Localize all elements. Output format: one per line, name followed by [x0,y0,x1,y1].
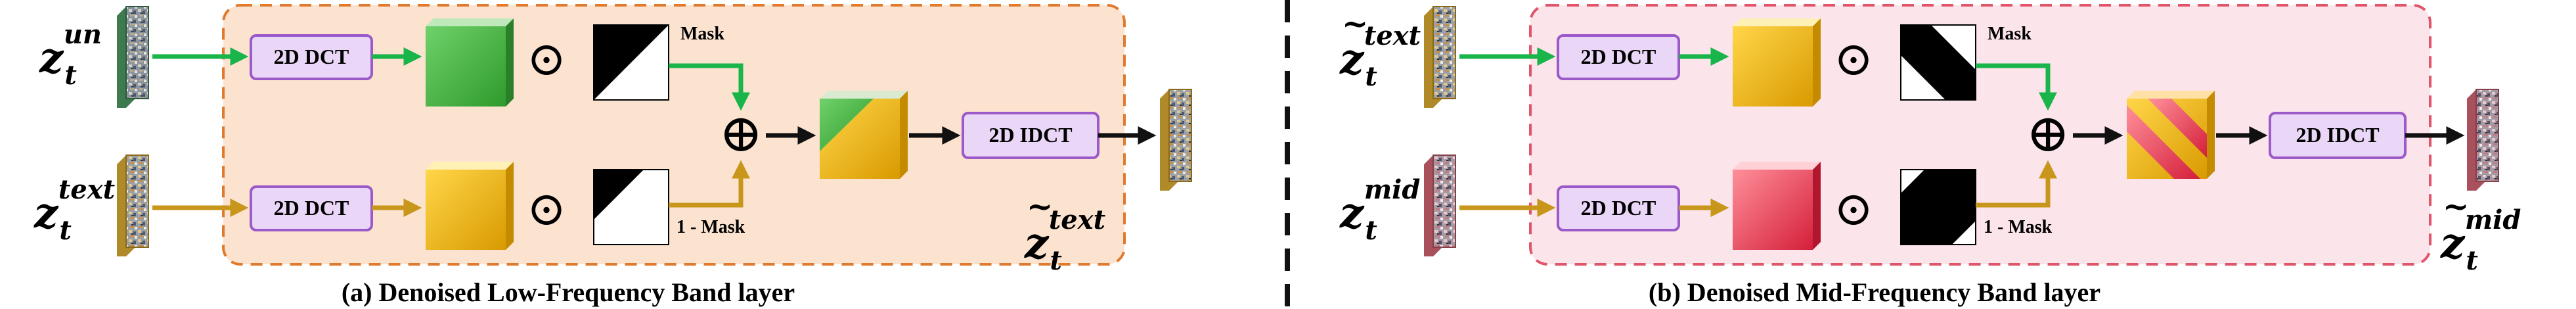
idct-label-b: 2D IDCT [2296,123,2379,147]
arrow-b-mask-to-sum [1976,63,2057,111]
input-label-zt-text-tilde: zttext [1339,20,1421,92]
spectrum-tile-b-gold [1733,18,1821,107]
input-label-zt-un: ztun [39,19,102,91]
arrow-b-inv-mask-to-sum [1976,160,2057,208]
dct-label-b-bottom: 2D DCT [1581,196,1656,220]
mask-label: Mask [680,24,724,44]
dct-label-bottom: 2D DCT [274,196,349,220]
output-label-low: zttext [1024,204,1106,276]
inv-mask-label-b: 1 - Mask [1984,217,2053,237]
dct-box-bottom: 2D DCT [250,185,373,231]
mask-b-top [1900,24,1976,101]
hadamard-symbol-b-bottom: ⊙ [1834,181,1873,236]
panel-mid-frequency: zttext ~ ztmid 2D DCT 2D DCT [1339,4,2521,307]
inv-mask-label: 1 - Mask [677,217,745,237]
input-label-zt-text: zttext [33,174,116,246]
input-latent-zt-mid [1424,154,1456,256]
input-label-zt-mid: ztmid [1339,174,1420,246]
input-latent-zt-text [117,154,149,256]
input-latent-zt-un [117,6,149,108]
panel-low-frequency: ztun zttext 2D DCT 2D DCT [33,4,1192,307]
input-tilde-b: ~ [1342,5,1368,42]
combined-spectrum-tile-b [2127,91,2215,179]
caption-a: (a) Denoised Low-Frequency Band layer [342,277,795,307]
dct-label-top: 2D DCT [274,45,349,68]
spectrum-tile-green [426,18,514,107]
arrow-mask-to-sum [669,63,750,111]
output-label-mid: ztmid [2440,204,2521,276]
caption-b: (b) Denoised Mid-Frequency Band layer [1649,277,2100,307]
hadamard-symbol-bottom: ⊙ [527,181,566,236]
combined-spectrum-tile [820,91,908,179]
output-latent-mid [2467,89,2499,191]
dct-label-b-top: 2D DCT [1581,45,1656,68]
arrow-inv-mask-to-sum [669,160,750,208]
sum-symbol-b: ⊕ [2026,103,2070,164]
idct-box-b: 2D IDCT [2269,112,2407,159]
hadamard-symbol-top: ⊙ [527,31,566,86]
mask-bottom [593,169,669,245]
dct-box-b-bottom: 2D DCT [1557,185,1680,231]
input-latent-zt-text-tilde [1424,6,1456,108]
mask-label-b: Mask [1988,24,2032,44]
sum-symbol: ⊕ [719,103,763,164]
mask-b-bottom [1900,169,1976,245]
hadamard-symbol-b-top: ⊙ [1834,31,1873,86]
dct-box-top: 2D DCT [250,34,373,80]
dct-box-b-top: 2D DCT [1557,34,1680,80]
output-tilde-mid: ~ [2443,188,2469,225]
idct-box: 2D IDCT [962,112,1099,159]
idct-label: 2D IDCT [988,123,1072,147]
spectrum-tile-b-red [1733,162,1821,250]
spectrum-tile-gold [426,162,514,250]
output-latent-low [1160,89,1192,191]
mask-top [593,24,669,101]
output-tilde-low: ~ [1027,188,1053,225]
